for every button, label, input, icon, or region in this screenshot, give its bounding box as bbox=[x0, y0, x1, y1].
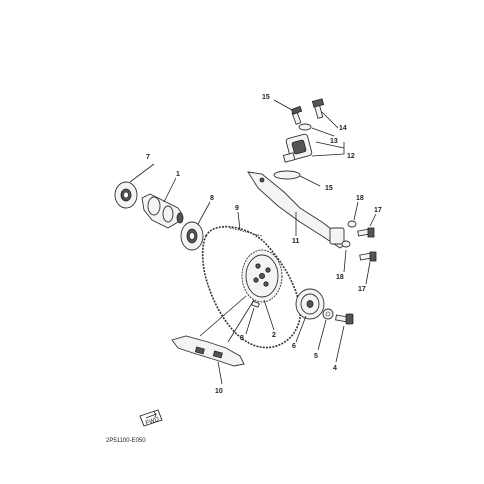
callout-11: 11 bbox=[292, 238, 300, 245]
callout-8: 8 bbox=[210, 195, 214, 202]
callout-labels: 15 14 13 12 15 18 17 11 18 17 7 1 8 9 2 … bbox=[146, 94, 382, 395]
chain-guide-11 bbox=[247, 171, 347, 249]
bolt-17-top bbox=[357, 227, 375, 238]
bolt-17-bottom bbox=[359, 251, 377, 262]
callout-12: 12 bbox=[347, 153, 355, 160]
front-arrow-icon: FWD bbox=[139, 409, 163, 427]
cam-sprocket-2 bbox=[241, 249, 283, 303]
callout-5: 5 bbox=[314, 353, 318, 360]
callout-14: 14 bbox=[339, 125, 347, 132]
callout-9: 9 bbox=[235, 205, 239, 212]
callout-18-top: 18 bbox=[356, 195, 364, 202]
callout-15: 15 bbox=[325, 185, 333, 192]
bolt-16 bbox=[291, 105, 303, 125]
callout-6: 6 bbox=[292, 343, 296, 350]
bolt-14 bbox=[311, 98, 325, 119]
tensioner-body-12 bbox=[282, 133, 313, 163]
timing-chain-9 bbox=[201, 226, 301, 349]
callout-17-bottom: 17 bbox=[358, 286, 366, 293]
callout-1: 1 bbox=[176, 171, 180, 178]
bearing-8 bbox=[180, 221, 204, 251]
callout-18-bottom: 18 bbox=[336, 274, 344, 281]
bolt-4 bbox=[335, 313, 354, 325]
gasket-13 bbox=[298, 123, 312, 131]
callout-13: 13 bbox=[330, 138, 338, 145]
leader-lines bbox=[129, 99, 377, 385]
tensioner-assembly bbox=[273, 98, 325, 180]
callout-17-top: 17 bbox=[374, 207, 382, 214]
callout-10: 10 bbox=[215, 388, 223, 395]
washer-18-bottom bbox=[341, 240, 351, 248]
callout-2: 2 bbox=[272, 332, 276, 339]
washer-18-top bbox=[347, 220, 357, 228]
diagram-code: 2P51100-E050 bbox=[106, 438, 146, 444]
callout-16: 15 bbox=[262, 94, 270, 101]
plate-6 bbox=[295, 288, 325, 320]
fwd-badge-text: FWD bbox=[145, 416, 160, 426]
chain-guide-10 bbox=[171, 335, 245, 367]
camshaft-1 bbox=[141, 193, 184, 229]
callout-4: 4 bbox=[333, 365, 337, 372]
bearing-7 bbox=[114, 181, 138, 209]
callout-3: 3 bbox=[240, 335, 244, 342]
callout-7: 7 bbox=[146, 154, 150, 161]
washer-5 bbox=[322, 308, 334, 320]
gasket-15 bbox=[273, 170, 301, 180]
